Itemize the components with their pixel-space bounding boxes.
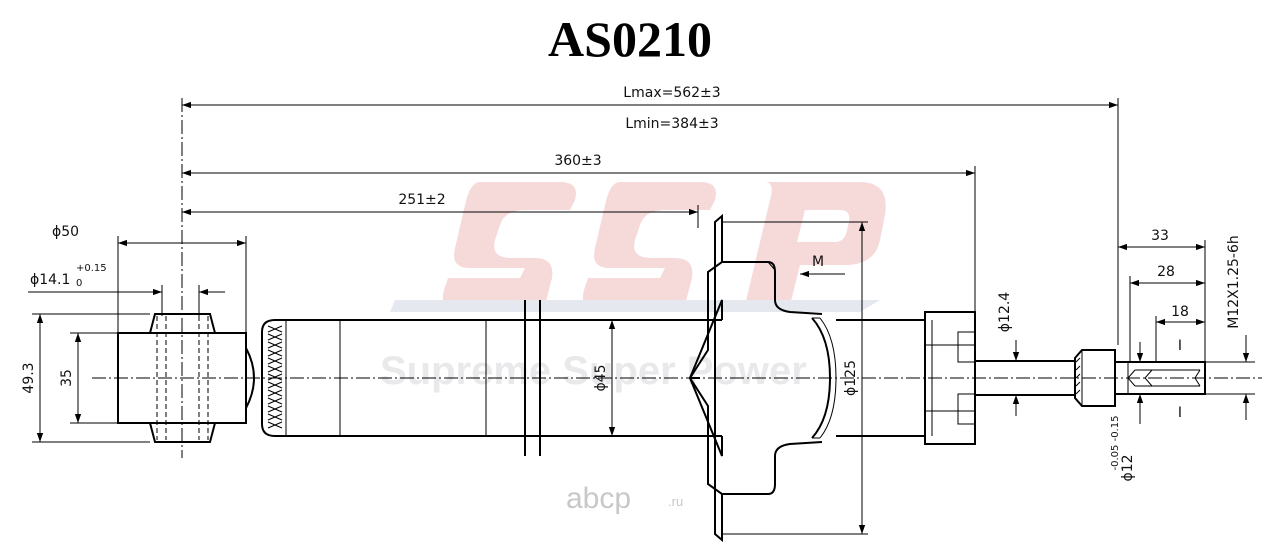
rubber-bump-ring [811, 317, 837, 439]
lower-eye-mount [117, 98, 255, 458]
label-phi125: ϕ125 [843, 360, 859, 396]
spring-seat-bracket [524, 300, 541, 456]
watermark-slogan: Supreme Super Power [380, 349, 807, 393]
eye-weld-neck [245, 347, 255, 409]
label-phi14-lower-tol: 0 [76, 278, 82, 289]
section-mark-top: I [1178, 338, 1182, 354]
abcp-logo: abcp .ru [566, 482, 683, 515]
label-49-3: 49.3 [21, 362, 37, 393]
label-lmax: Lmax=562±3 [623, 85, 720, 101]
watermark: Supreme Super Power abcp .ru [380, 182, 886, 515]
part-number-title: AS0210 [548, 11, 712, 67]
dimension-labels: Lmax=562±3 Lmin=384±3 360±3 251±2 ϕ50 ϕ1… [21, 85, 1242, 482]
label-phi12-4: ϕ12.4 [997, 292, 1013, 333]
label-lmin: Lmin=384±3 [625, 116, 718, 132]
label-28: 28 [1157, 264, 1175, 280]
abcp-site-tld: .ru [668, 494, 683, 509]
shock-body-tube [261, 300, 722, 456]
label-33: 33 [1151, 228, 1169, 244]
label-phi45: ϕ45 [593, 364, 609, 391]
tube-crimp-knurl [267, 325, 283, 429]
piston-rod [975, 349, 1206, 407]
abcp-site-name: abcp [566, 482, 631, 515]
label-phi14: ϕ14.1 [30, 272, 70, 288]
label-phi50: ϕ50 [52, 224, 79, 240]
label-phi14-upper-tol: +0.15 [76, 263, 107, 274]
top-cap-nut [924, 311, 976, 445]
label-view-m: M [812, 254, 824, 270]
label-thread: M12X1.25-6h [1226, 235, 1242, 329]
label-251: 251±2 [398, 192, 445, 208]
ssp-logo [390, 182, 886, 312]
spring-plate [688, 213, 925, 543]
label-phi12-tol: -0.05 -0.15 [1110, 416, 1121, 471]
dimension-lines [28, 98, 1255, 535]
label-phi12: ϕ12 [1120, 454, 1136, 481]
label-35: 35 [59, 369, 75, 387]
label-18: 18 [1171, 304, 1189, 320]
label-360: 360±3 [554, 153, 601, 169]
section-mark-bottom: I [1178, 405, 1182, 421]
